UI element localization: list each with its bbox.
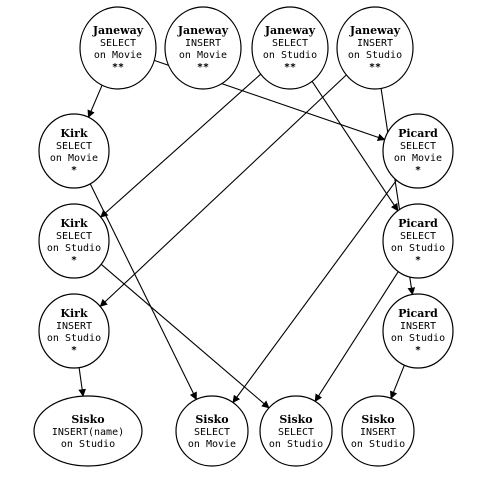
edge-p3-to-s4 (390, 364, 405, 400)
node-ellipse (382, 203, 454, 279)
node-user-label: Janeway (177, 24, 229, 37)
node-privilege-label: SELECT (56, 141, 92, 152)
node-privilege-label: on Studio (269, 439, 323, 450)
edge-j1-to-k1 (87, 84, 103, 119)
node-privilege-label: SELECT (400, 231, 436, 242)
node-privilege-label: SELECT (272, 38, 308, 49)
edge-k3-to-s1 (78, 367, 86, 397)
node-ellipse (251, 6, 329, 90)
node-privilege-label: on Studio (61, 439, 115, 450)
node-grant-option-label: * (415, 255, 421, 266)
node-privilege-label: on Studio (47, 243, 101, 254)
node-privilege-label: on Studio (391, 333, 445, 344)
node-user-label: Sisko (279, 413, 312, 426)
node-ellipse (79, 6, 157, 90)
edge-k2-to-s3 (100, 263, 270, 409)
node-privilege-label: on Movie (94, 50, 142, 61)
edge-k1-to-s2 (89, 183, 197, 401)
node-privilege-label: SELECT (400, 141, 436, 152)
node-privilege-label: INSERT(name) (52, 427, 124, 438)
edge-j3-to-p2 (311, 80, 399, 212)
node-user-label: Sisko (195, 413, 228, 426)
node-user-label: Picard (398, 307, 438, 320)
node-privilege-label: on Studio (351, 439, 405, 450)
node-ellipse (382, 113, 454, 189)
node-grant-option-label: * (71, 165, 77, 176)
node-user-label: Janeway (264, 24, 316, 37)
node-user-label: Picard (398, 217, 438, 230)
node-privilege-label: on Studio (263, 50, 317, 61)
node-user-label: Janeway (349, 24, 401, 37)
node-privilege-label: INSERT (56, 321, 92, 332)
node-privilege-label: on Movie (188, 439, 236, 450)
node-grant-option-label: ** (197, 62, 209, 73)
node-grant-option-label: * (415, 345, 421, 356)
node-grant-option-label: ** (112, 62, 124, 73)
node-user-label: Sisko (361, 413, 394, 426)
node-ellipse (33, 395, 143, 467)
node-user-label: Janeway (92, 24, 144, 37)
node-privilege-label: SELECT (56, 231, 92, 242)
node-privilege-label: on Studio (348, 50, 402, 61)
node-grant-option-label: ** (369, 62, 381, 73)
node-privilege-label: SELECT (194, 427, 230, 438)
edge-p2-to-s3 (314, 271, 399, 402)
node-grant-option-label: * (415, 165, 421, 176)
node-privilege-label: on Studio (391, 243, 445, 254)
node-privilege-label: INSERT (400, 321, 436, 332)
node-privilege-label: INSERT (185, 38, 221, 49)
node-privilege-label: on Movie (394, 153, 442, 164)
node-privilege-label: INSERT (360, 427, 396, 438)
node-ellipse (38, 203, 110, 279)
node-ellipse (164, 6, 242, 90)
node-privilege-label: on Movie (50, 153, 98, 164)
node-privilege-label: SELECT (278, 427, 314, 438)
node-ellipse (341, 395, 415, 467)
node-ellipse (259, 395, 333, 467)
node-grant-option-label: * (71, 345, 77, 356)
node-user-label: Kirk (60, 307, 88, 320)
edge-p1-to-s2 (232, 179, 397, 404)
node-privilege-label: INSERT (357, 38, 393, 49)
node-user-label: Sisko (71, 413, 104, 426)
node-privilege-label: on Movie (179, 50, 227, 61)
node-privilege-label: on Studio (47, 333, 101, 344)
edge-j3-to-k2 (100, 73, 262, 218)
node-ellipse (38, 293, 110, 369)
node-ellipse (336, 6, 414, 90)
node-privilege-label: SELECT (100, 38, 136, 49)
edge-layer (78, 59, 416, 409)
node-user-label: Kirk (60, 127, 88, 140)
node-ellipse (382, 293, 454, 369)
node-ellipse (38, 113, 110, 189)
node-user-label: Picard (398, 127, 438, 140)
edge-j4-to-k3 (99, 74, 347, 307)
node-ellipse (175, 395, 249, 467)
node-grant-option-label: ** (284, 62, 296, 73)
node-user-label: Kirk (60, 217, 88, 230)
node-grant-option-label: * (71, 255, 77, 266)
